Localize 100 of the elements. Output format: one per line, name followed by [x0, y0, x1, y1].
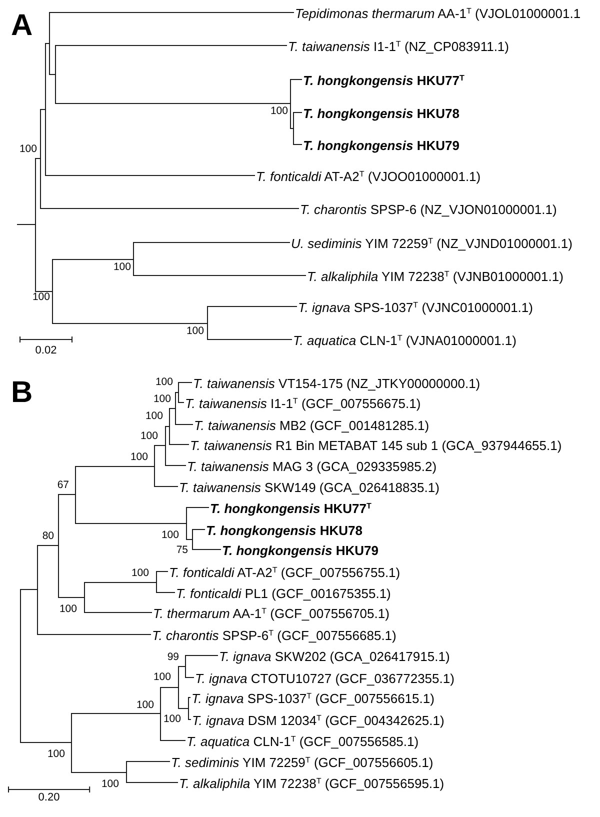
taxon-label: T. alkaliphila YIM 72238$^{T}$ (GCF_007556595.1) — [179, 776, 444, 791]
tree-branch — [76, 466, 154, 467]
taxon-label: T. hongkongensis HKU77$^{T}$ — [303, 73, 464, 88]
tree-branch — [186, 507, 210, 508]
tree-branch — [170, 444, 190, 445]
tree-branch — [134, 275, 306, 276]
taxon-label: T. hongkongensis HKU78 — [206, 523, 363, 538]
bootstrap-value: 75 — [176, 544, 188, 556]
taxon-label: T. taiwanensis I1-1$^{T}$ (NZ_CP083911.1) — [288, 39, 509, 54]
tree-branch — [160, 740, 186, 741]
taxon-label: T. ignava DSM 12034$^{T}$ (GCF_004342625.1) — [192, 713, 444, 728]
tree-branch — [186, 655, 218, 656]
tree-branch — [192, 549, 222, 550]
tree-branch — [52, 259, 134, 260]
taxon-label: T. hongkongensis HKU79 — [303, 138, 460, 153]
taxon-label: T. hongkongensis HKU77$^{T}$ — [210, 501, 372, 516]
tree-branch — [208, 306, 298, 307]
tree-branch — [208, 339, 292, 340]
tree-branch — [72, 713, 160, 714]
taxon-label: T. taiwanensis SKW149 (GCA_026418835.1) — [179, 480, 440, 495]
tree-branch — [46, 175, 256, 176]
tree-branch — [156, 571, 168, 572]
tree-branch — [72, 772, 126, 773]
bootstrap-value: 100 — [113, 261, 131, 273]
tree-branch — [186, 677, 194, 678]
bootstrap-value: 100 — [32, 291, 50, 303]
bootstrap-value: 67 — [57, 479, 69, 491]
taxon-label: T. ignava SPS-1037$^{T}$ (VJNC01000001.1) — [298, 300, 533, 315]
tree-branch — [154, 445, 166, 446]
tree-branch — [84, 582, 156, 583]
tree-branch — [36, 158, 40, 159]
tree-branch — [294, 112, 302, 113]
bootstrap-value: 100 — [59, 602, 77, 614]
tree-branch — [36, 291, 52, 292]
tree-branch — [176, 392, 178, 393]
bootstrap-value: 100 — [161, 529, 179, 541]
tree-branch — [40, 208, 300, 209]
taxon-label: T. ignava CTOTU10727 (GCF_036772355.1) — [195, 671, 454, 686]
tree-branch — [84, 612, 152, 613]
taxon-label: T. fonticaldi AT-A2$^{T}$ (VJOO01000001.1) — [256, 169, 481, 184]
bootstrap-value: 100 — [19, 143, 37, 155]
tree-branch — [178, 402, 184, 403]
tree-branch — [178, 382, 192, 383]
taxon-label: T. aquatica CLN-1$^{T}$ (VJNA01000001.1) — [293, 333, 516, 348]
bootstrap-value: 100 — [153, 393, 171, 405]
tree-branch — [154, 486, 178, 487]
taxon-label: T. ignava SKW202 (GCA_026417915.1) — [219, 649, 450, 664]
tree-branch — [166, 426, 170, 427]
scale-value: 0.20 — [38, 792, 60, 804]
taxon-label: T. sediminis YIM 72259$^{T}$ (GCF_007556605.1) — [171, 755, 434, 770]
bootstrap-value: 100 — [270, 105, 288, 117]
taxon-label: T. fonticaldi PL1 (GCF_001675355.1) — [176, 586, 391, 601]
taxon-label: T. thermarum AA-1$^{T}$ (GCF_007556705.1) — [153, 606, 390, 621]
tree-branch — [40, 109, 46, 110]
taxon-label: U. sediminis YIM 72259$^{T}$ (NZ_VJND01000001.1) — [291, 236, 572, 251]
taxon-label: T. charontis SPSP-6$^{T}$ (GCF_007556685.1) — [152, 628, 396, 643]
taxon-label: T. taiwanensis MAG 3 (GCA_029335985.2) — [187, 459, 437, 474]
tree-branch — [166, 465, 186, 466]
taxon-label: T. ignava SPS-1037$^{T}$ (GCF_007556615.1) — [192, 691, 434, 706]
tree-branch — [178, 708, 188, 709]
scale-value: 0.02 — [35, 344, 57, 358]
tree-branch — [20, 589, 38, 590]
tree-branch — [38, 634, 152, 635]
tree-branch — [52, 323, 208, 324]
tree-branch — [58, 494, 76, 495]
tree-branch — [56, 103, 290, 104]
bootstrap-value: 80 — [42, 530, 54, 542]
tree-branch — [50, 74, 56, 75]
tree-branch — [178, 666, 186, 667]
bootstrap-value: 100 — [131, 567, 149, 579]
bootstrap-value: 100 — [155, 376, 173, 388]
tree-branch — [192, 529, 206, 530]
bootstrap-value: 100 — [163, 713, 181, 725]
tree-branch — [156, 592, 176, 593]
tree-branch — [294, 144, 302, 145]
bootstrap-value: 100 — [145, 410, 163, 422]
taxon-label: T. alkaliphila YIM 72238$^{T}$ (VJNB01000001.1) — [307, 269, 564, 284]
bootstrap-value: 100 — [47, 748, 65, 760]
tree-branch — [46, 43, 50, 44]
tree-branch — [176, 424, 194, 425]
panel-label: B — [11, 378, 33, 408]
bootstrap-value: 100 — [136, 699, 154, 711]
tree-branch — [58, 597, 84, 598]
tree-branch — [188, 719, 192, 720]
tree-branch — [38, 545, 58, 546]
taxon-label: T. charontis SPSP-6 (NZ_VJON01000001.1) — [300, 202, 557, 217]
taxon-label: T. hongkongensis HKU78 — [303, 106, 460, 121]
tree-branch — [76, 523, 186, 524]
tree-branch — [56, 45, 288, 46]
tree-branch — [290, 128, 294, 129]
taxon-label: T. fonticaldi AT-A2$^{T}$ (GCF_007556755.1) — [169, 565, 400, 580]
tree-branch — [170, 408, 176, 409]
tree-branch — [20, 742, 72, 743]
tree-branch — [16, 224, 36, 225]
taxon-label: T. taiwanensis R1 Bin METABAT 145 sub 1 (GCA_937944655.1) — [190, 438, 562, 453]
taxon-label: T. taiwanensis MB2 (GCF_001481285.1) — [194, 418, 430, 433]
taxon-label: T. hongkongensis HKU79 — [222, 543, 379, 558]
bootstrap-value: 100 — [140, 430, 158, 442]
tree-branch — [290, 79, 302, 80]
taxon-label: T. taiwanensis VT154-175 (NZ_JTKY00000000.1) — [193, 376, 480, 391]
